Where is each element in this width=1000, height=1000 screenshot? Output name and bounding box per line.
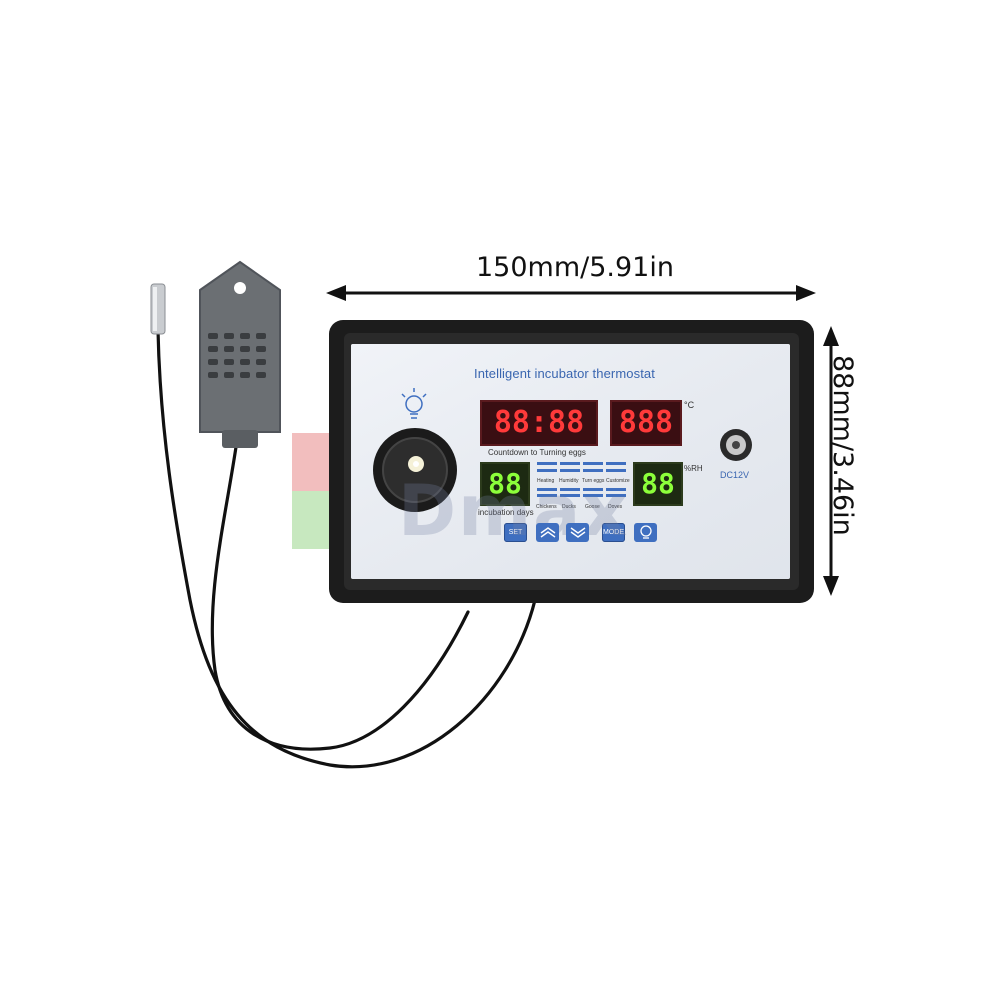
light-button-icon: [640, 525, 652, 539]
light-bulb-icon: [401, 388, 427, 419]
status-label-turn-eggs: Turn eggs: [582, 478, 605, 484]
indicator-bar: [537, 494, 557, 497]
indicator-bar: [537, 469, 557, 472]
temperature-probe: [150, 283, 166, 335]
indicator-bar: [560, 494, 580, 497]
incubation-days-display: 88: [480, 462, 530, 506]
egg-label-doves: Doves: [608, 504, 623, 510]
status-label-humidity: Humidity: [559, 478, 579, 484]
turning-countdown-display: 88:88: [480, 400, 598, 446]
temperature-display: 888: [610, 400, 682, 446]
arrow-up-icon: [540, 527, 556, 538]
egg-label-goose: Goose: [585, 504, 600, 510]
indicator-bar: [583, 494, 603, 497]
status-label-customize: Customize: [606, 478, 630, 484]
light-button-face: [634, 523, 657, 542]
incubation-days-label: incubation days: [478, 508, 534, 517]
watermark-text: Dmax: [398, 470, 630, 552]
indicator-bar: [606, 494, 626, 497]
arrow-down-icon: [570, 527, 586, 538]
indicator-bar: [606, 469, 626, 472]
indicator-bar: [537, 462, 557, 465]
sensor-cables: [156, 328, 537, 769]
width-dimension-arrow: [326, 285, 816, 301]
indicator-bar: [583, 488, 603, 491]
indicator-bar: [606, 462, 626, 465]
egg-label-chickens: Chickens: [536, 504, 557, 510]
indicator-bar: [606, 488, 626, 491]
indicator-bar: [560, 462, 580, 465]
humidity-display: 88: [633, 462, 683, 506]
humidity-unit: %RH: [684, 464, 703, 473]
indicator-bar: [583, 462, 603, 465]
panel-title: Intelligent incubator thermostat: [474, 366, 655, 381]
power-label: DC12V: [720, 470, 750, 480]
mode-button[interactable]: MODE: [602, 523, 625, 542]
indicator-bar: [583, 469, 603, 472]
humidity-sensor: [199, 260, 281, 448]
indicator-bar: [560, 469, 580, 472]
power-jack-icon: [720, 429, 752, 461]
status-label-heating: Heating: [537, 478, 555, 484]
countdown-label: Countdown to Turning eggs: [488, 448, 586, 457]
set-button[interactable]: SET: [504, 523, 527, 542]
lamp-socket: [373, 428, 457, 512]
egg-label-ducks: Ducks: [562, 504, 576, 510]
indicator-bar: [537, 488, 557, 491]
height-dimension-arrow: [823, 326, 839, 596]
indicator-bar: [560, 488, 580, 491]
width-dimension-label: 150mm/5.91in: [476, 252, 674, 283]
temperature-unit: °C: [684, 400, 695, 410]
